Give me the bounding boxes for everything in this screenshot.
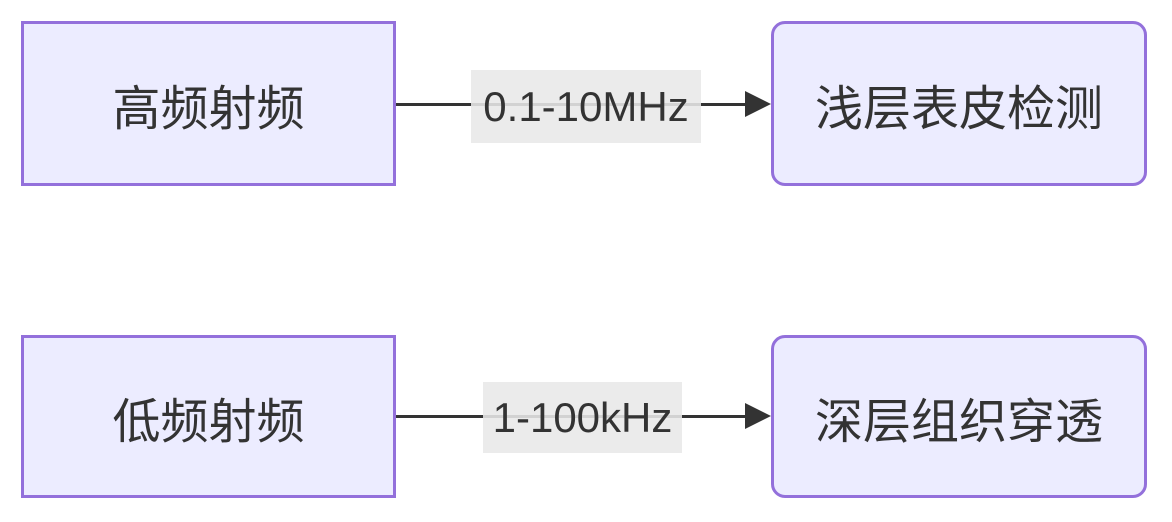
edge-label-frequency-range: 1-100kHz xyxy=(483,382,682,453)
edge-label-frequency-range: 0.1-10MHz xyxy=(471,70,701,143)
node-label: 低频射频 xyxy=(112,395,305,449)
node-label: 高频射频 xyxy=(112,82,305,136)
edge-label-text: 0.1-10MHz xyxy=(483,82,689,130)
node-high-frequency-rf: 高频射频 xyxy=(21,21,396,186)
node-low-frequency-rf: 低频射频 xyxy=(21,335,396,498)
arrowhead-right-icon xyxy=(745,403,771,429)
arrowhead-right-icon xyxy=(745,91,771,117)
edge-label-text: 1-100kHz xyxy=(492,393,673,441)
node-deep-tissue-penetration: 深层组织穿透 xyxy=(771,335,1147,498)
node-shallow-epidermis-detection: 浅层表皮检测 xyxy=(771,21,1147,186)
node-label: 浅层表皮检测 xyxy=(814,82,1103,136)
node-label: 深层组织穿透 xyxy=(814,395,1103,449)
